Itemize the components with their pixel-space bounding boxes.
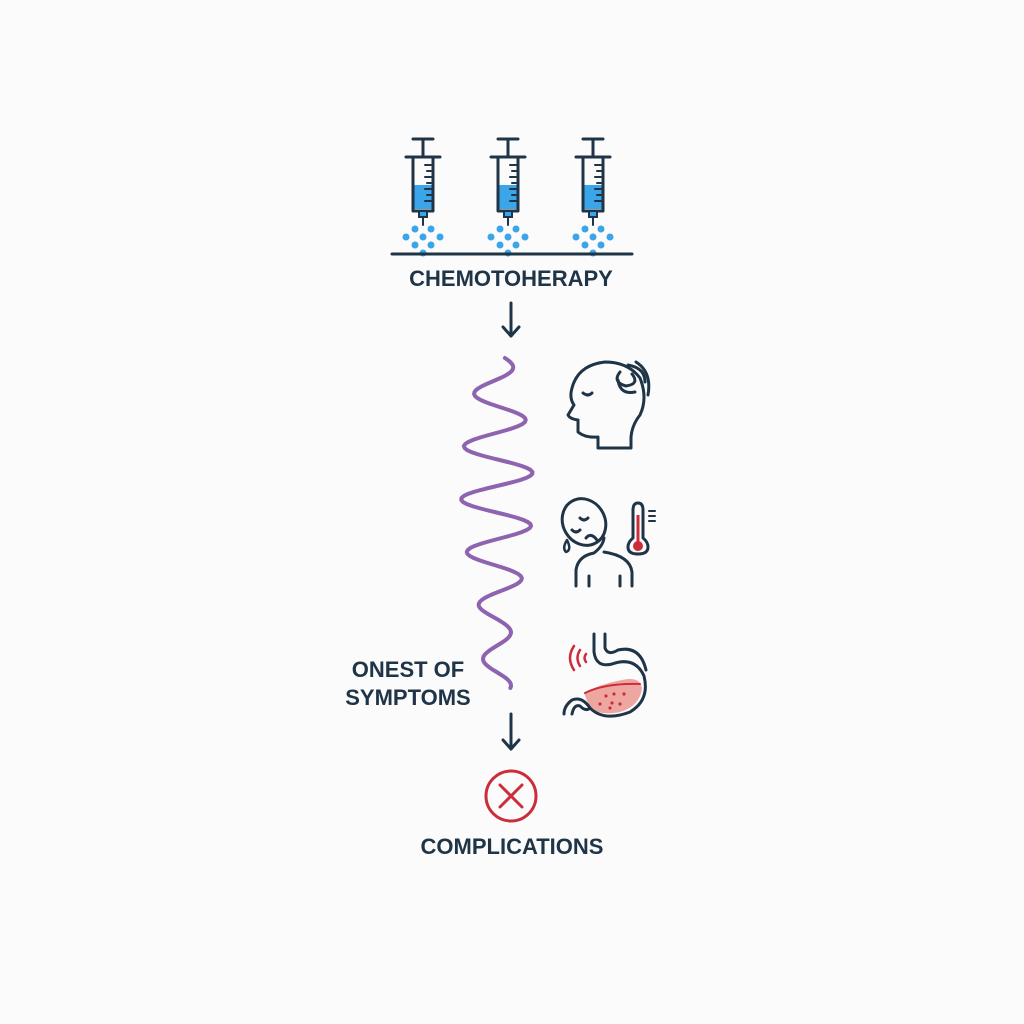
onset-label-line1: ONEST OF xyxy=(352,657,464,682)
symptom-wave xyxy=(459,356,535,690)
onset-label-line2: SYMPTOMS xyxy=(345,685,471,710)
nausea-stomach-icon xyxy=(562,632,648,718)
syringe-icon xyxy=(571,137,615,258)
arrow-down-icon xyxy=(501,301,521,338)
syringe-icon xyxy=(486,137,530,258)
complications-label: COMPLICATIONS xyxy=(421,834,604,859)
hair-loss-head-icon xyxy=(566,360,651,450)
thermometer-icon xyxy=(626,501,656,556)
complication-x-icon xyxy=(484,769,538,823)
fever-person-icon xyxy=(560,497,634,588)
chemotherapy-label: CHEMOTOHERAPY xyxy=(409,266,613,291)
syringe-icon xyxy=(401,137,445,258)
arrow-down-icon xyxy=(501,712,521,751)
